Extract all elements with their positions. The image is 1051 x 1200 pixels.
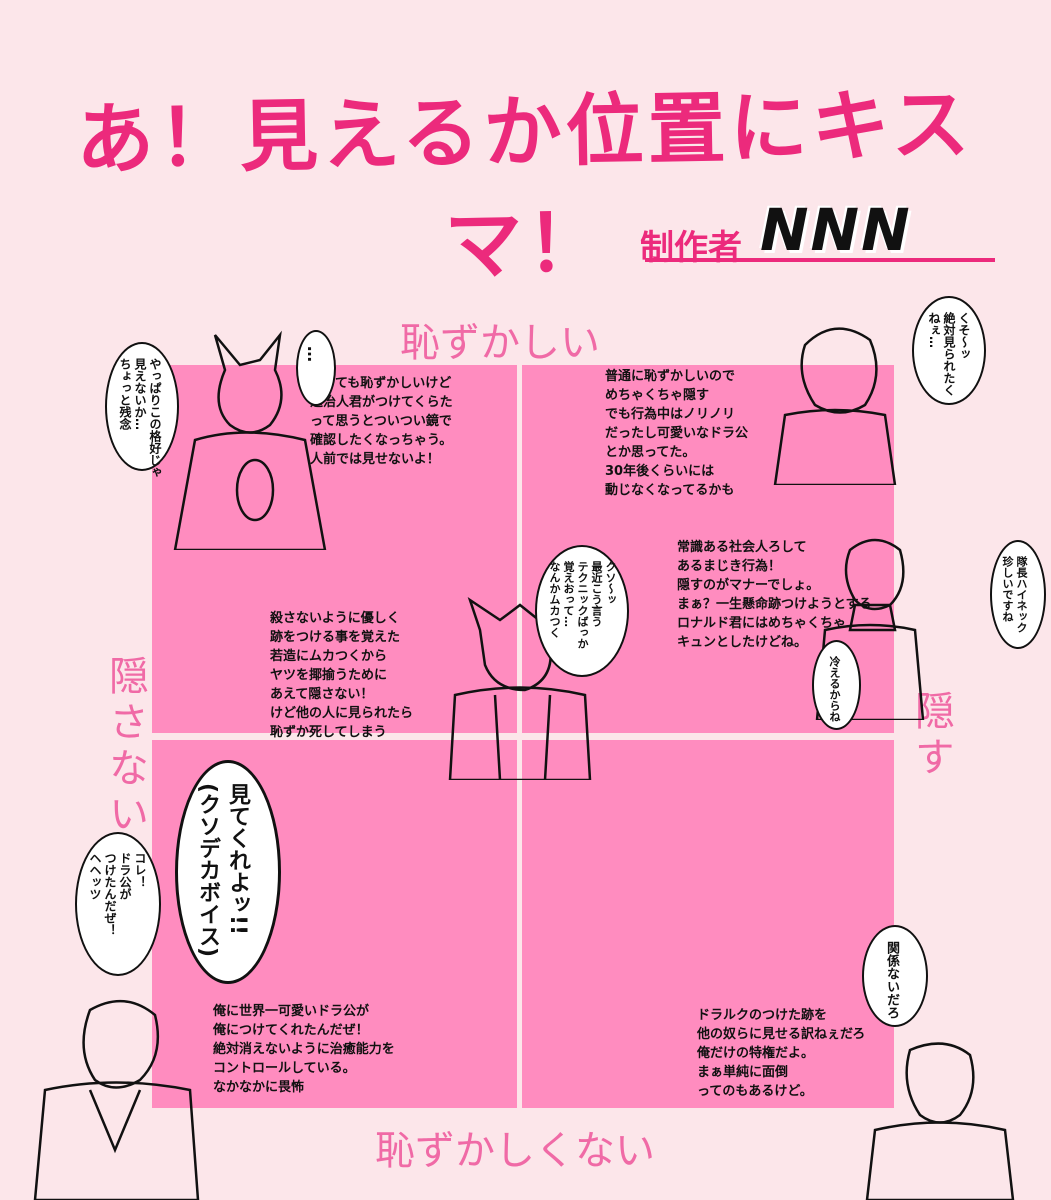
speech-bubble-center: クソ〜ッ 最近こう言う テクニックばっか 覚えおって… なんかムカつく <box>535 545 629 677</box>
character-illustration-bottom-left <box>30 990 200 1200</box>
character-illustration-bottom-right <box>865 1035 1015 1200</box>
speech-bubble-ellipsis: … <box>296 330 336 406</box>
note-bottom-left: 俺に世界一可愛いドラ公が 俺につけてくれたんだぜ！ 絶対消えないように治癒能力を… <box>213 1002 395 1097</box>
speech-bubble-bottom-left: コレ！ ドラ公が つけたんだぜ！ ヘヘッツ <box>75 832 161 976</box>
speech-bubble-cold: 冷えるからね <box>812 640 861 730</box>
axis-label-top: 恥ずかしい <box>400 310 600 368</box>
axis-label-bottom: 恥ずかしくない <box>375 1118 655 1176</box>
creator-underline <box>645 258 995 262</box>
bubble-center-text: クソ〜ッ 最近こう言う テクニックばっか 覚えおって… なんかムカつく <box>547 561 617 649</box>
creator-name: NNN <box>760 196 912 264</box>
speech-bubble-top-right: くそ〜ッ 絶対見られたく ねぇ… <box>912 296 986 405</box>
note-bottom-right: ドラルクのつけた跡を 他の奴らに見せる訳ねぇだろ 俺だけの特権だよ。 まぁ単純に… <box>697 1006 865 1101</box>
bubble-cold-text: 冷えるからね <box>827 656 842 722</box>
speech-bubble-top-left: やっぱりこの格好じゃ 見えないか… ちょっと残念 <box>105 342 179 471</box>
bubble-ellipsis-text: … <box>306 346 321 362</box>
speech-bubble-shout: 見てくれよッ!! (クソデカボイス) <box>175 760 281 984</box>
bubble-top-right-text: くそ〜ッ 絶対見られたく ねぇ… <box>926 312 971 396</box>
character-illustration-top-right <box>770 315 900 485</box>
speech-bubble-bottom-right: 関係ないだろ <box>862 925 928 1027</box>
bubble-bottom-left-text: コレ！ ドラ公が つけたんだぜ！ ヘヘッツ <box>87 852 147 936</box>
axis-label-left: 隠さない <box>96 655 154 839</box>
bubble-shout-text: 見てくれよッ!! (クソデカボイス) <box>192 783 252 957</box>
bubble-middle-right-text: 隊長ハイネック 珍しいですね <box>1000 556 1028 633</box>
speech-bubble-middle-right: 隊長ハイネック 珍しいですね <box>990 540 1046 649</box>
bubble-top-left-text: やっぱりこの格好じゃ 見えないか… ちょっと残念 <box>117 358 162 478</box>
note-top-right: 普通に恥ずかしいので めちゃくちゃ隠す でも行為中はノリノリ だったし可愛いなド… <box>605 367 748 500</box>
note-middle-left: 殺さないように優しく 跡をつける事を覚えた 若造にムカつくから ヤツを揶揄うため… <box>270 609 413 742</box>
page-title: あ！見えるか位置にキスマ！ <box>0 61 1051 303</box>
bubble-bottom-right-text: 関係ないだろ <box>884 941 899 1019</box>
note-middle-right: 常識ある社会人ろして あるまじき行為！ 隠すのがマナーでしょ。 まぁ？一生懸命跡… <box>677 538 872 652</box>
